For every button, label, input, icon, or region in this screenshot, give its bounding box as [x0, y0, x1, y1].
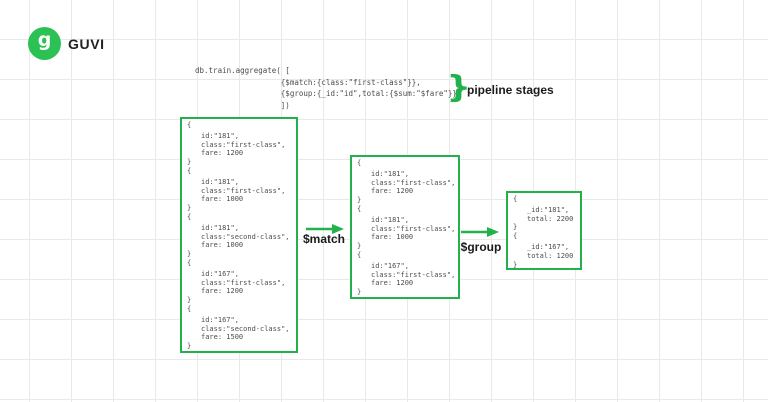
document-field: fare: 1000 — [201, 195, 244, 204]
close-brace: } — [187, 342, 192, 351]
group-stage-label: $group — [460, 240, 502, 254]
close-brace: } — [357, 288, 362, 297]
document-field: fare: 1200 — [201, 287, 244, 296]
grouped-documents-box: {_id:"181",total: 2200}{_id:"167",total:… — [506, 191, 582, 270]
document-field: fare: 1200 — [371, 279, 414, 288]
guvi-logo-letter: g — [37, 29, 52, 51]
document-field: id:"181", — [201, 177, 239, 186]
json-document: { _id:"167",total: 1200} — [513, 232, 580, 269]
document-field: class:"first-class", — [371, 270, 456, 279]
close-brace: } — [187, 204, 192, 213]
document-field: id:"167", — [371, 261, 409, 270]
pipeline-stages-brace: } — [446, 70, 471, 105]
open-brace: { — [187, 121, 192, 129]
document-field: id:"181", — [201, 131, 239, 140]
document-field: id:"181", — [371, 169, 409, 178]
document-field: _id:"167", — [527, 242, 570, 251]
open-brace: { — [357, 250, 362, 259]
json-document: { id:"167",class:"second-class",fare: 150… — [187, 305, 296, 351]
guvi-logo: g GUVI — [28, 27, 105, 60]
document-field: id:"167", — [201, 269, 239, 278]
document-field: class:"first-class", — [371, 178, 456, 187]
document-field: id:"167", — [201, 315, 239, 324]
document-field: fare: 1200 — [201, 149, 244, 158]
document-field: total: 1200 — [527, 251, 574, 260]
arrow-right-icon — [461, 227, 499, 237]
document-field: fare: 1000 — [371, 233, 414, 242]
open-brace: { — [357, 204, 362, 213]
document-field: class:"second-class", — [201, 324, 290, 333]
guvi-logo-text: GUVI — [68, 35, 105, 52]
open-brace: { — [187, 212, 192, 221]
document-field: class:"second-class", — [201, 232, 290, 241]
json-document: { id:"181",class:"first-class",fare: 1000… — [187, 167, 296, 213]
open-brace: { — [187, 258, 192, 267]
close-brace: } — [357, 196, 362, 205]
arrow-right-icon — [306, 224, 344, 234]
aggregate-query-code: db.train.aggregate( [ {$match:{class:"fi… — [195, 66, 462, 110]
close-brace: } — [187, 250, 192, 259]
document-field: fare: 1200 — [371, 187, 414, 196]
group-arrow — [461, 224, 499, 242]
close-brace: } — [513, 260, 518, 269]
document-field: _id:"181", — [527, 205, 570, 214]
pipeline-stages-label: pipeline stages — [467, 83, 554, 97]
document-field: class:"first-class", — [201, 140, 286, 149]
open-brace: { — [513, 195, 518, 203]
close-brace: } — [187, 296, 192, 305]
close-brace: } — [513, 223, 518, 232]
document-field: class:"first-class", — [371, 224, 456, 233]
document-field: class:"first-class", — [201, 186, 286, 195]
json-document: { id:"181",class:"first-class",fare: 1200… — [187, 121, 296, 167]
close-brace: } — [357, 242, 362, 251]
document-field: total: 2200 — [527, 214, 574, 223]
open-brace: { — [187, 166, 192, 175]
json-document: { id:"167",class:"first-class",fare: 1200… — [357, 251, 458, 297]
json-document: { id:"181",class:"second-class",fare: 100… — [187, 213, 296, 259]
open-brace: { — [513, 232, 518, 241]
json-document: { id:"181",class:"first-class",fare: 1200… — [357, 159, 458, 205]
document-field: id:"181", — [201, 223, 239, 232]
document-field: fare: 1000 — [201, 241, 244, 250]
input-documents-box: {id:"181",class:"first-class",fare: 1200… — [180, 117, 298, 353]
open-brace: { — [187, 304, 192, 313]
document-field: class:"first-class", — [201, 278, 286, 287]
match-stage-label: $match — [302, 232, 346, 246]
close-brace: } — [187, 158, 192, 167]
open-brace: { — [357, 159, 362, 167]
matched-documents-box: {id:"181",class:"first-class",fare: 1200… — [350, 155, 460, 299]
json-document: { id:"167",class:"first-class",fare: 1200… — [187, 259, 296, 305]
document-field: fare: 1500 — [201, 333, 244, 342]
json-document: { _id:"181",total: 2200} — [513, 195, 580, 232]
match-arrow — [306, 221, 344, 239]
guvi-logo-icon: g — [28, 27, 61, 60]
json-document: { id:"181",class:"first-class",fare: 1000… — [357, 205, 458, 251]
document-field: id:"181", — [371, 215, 409, 224]
